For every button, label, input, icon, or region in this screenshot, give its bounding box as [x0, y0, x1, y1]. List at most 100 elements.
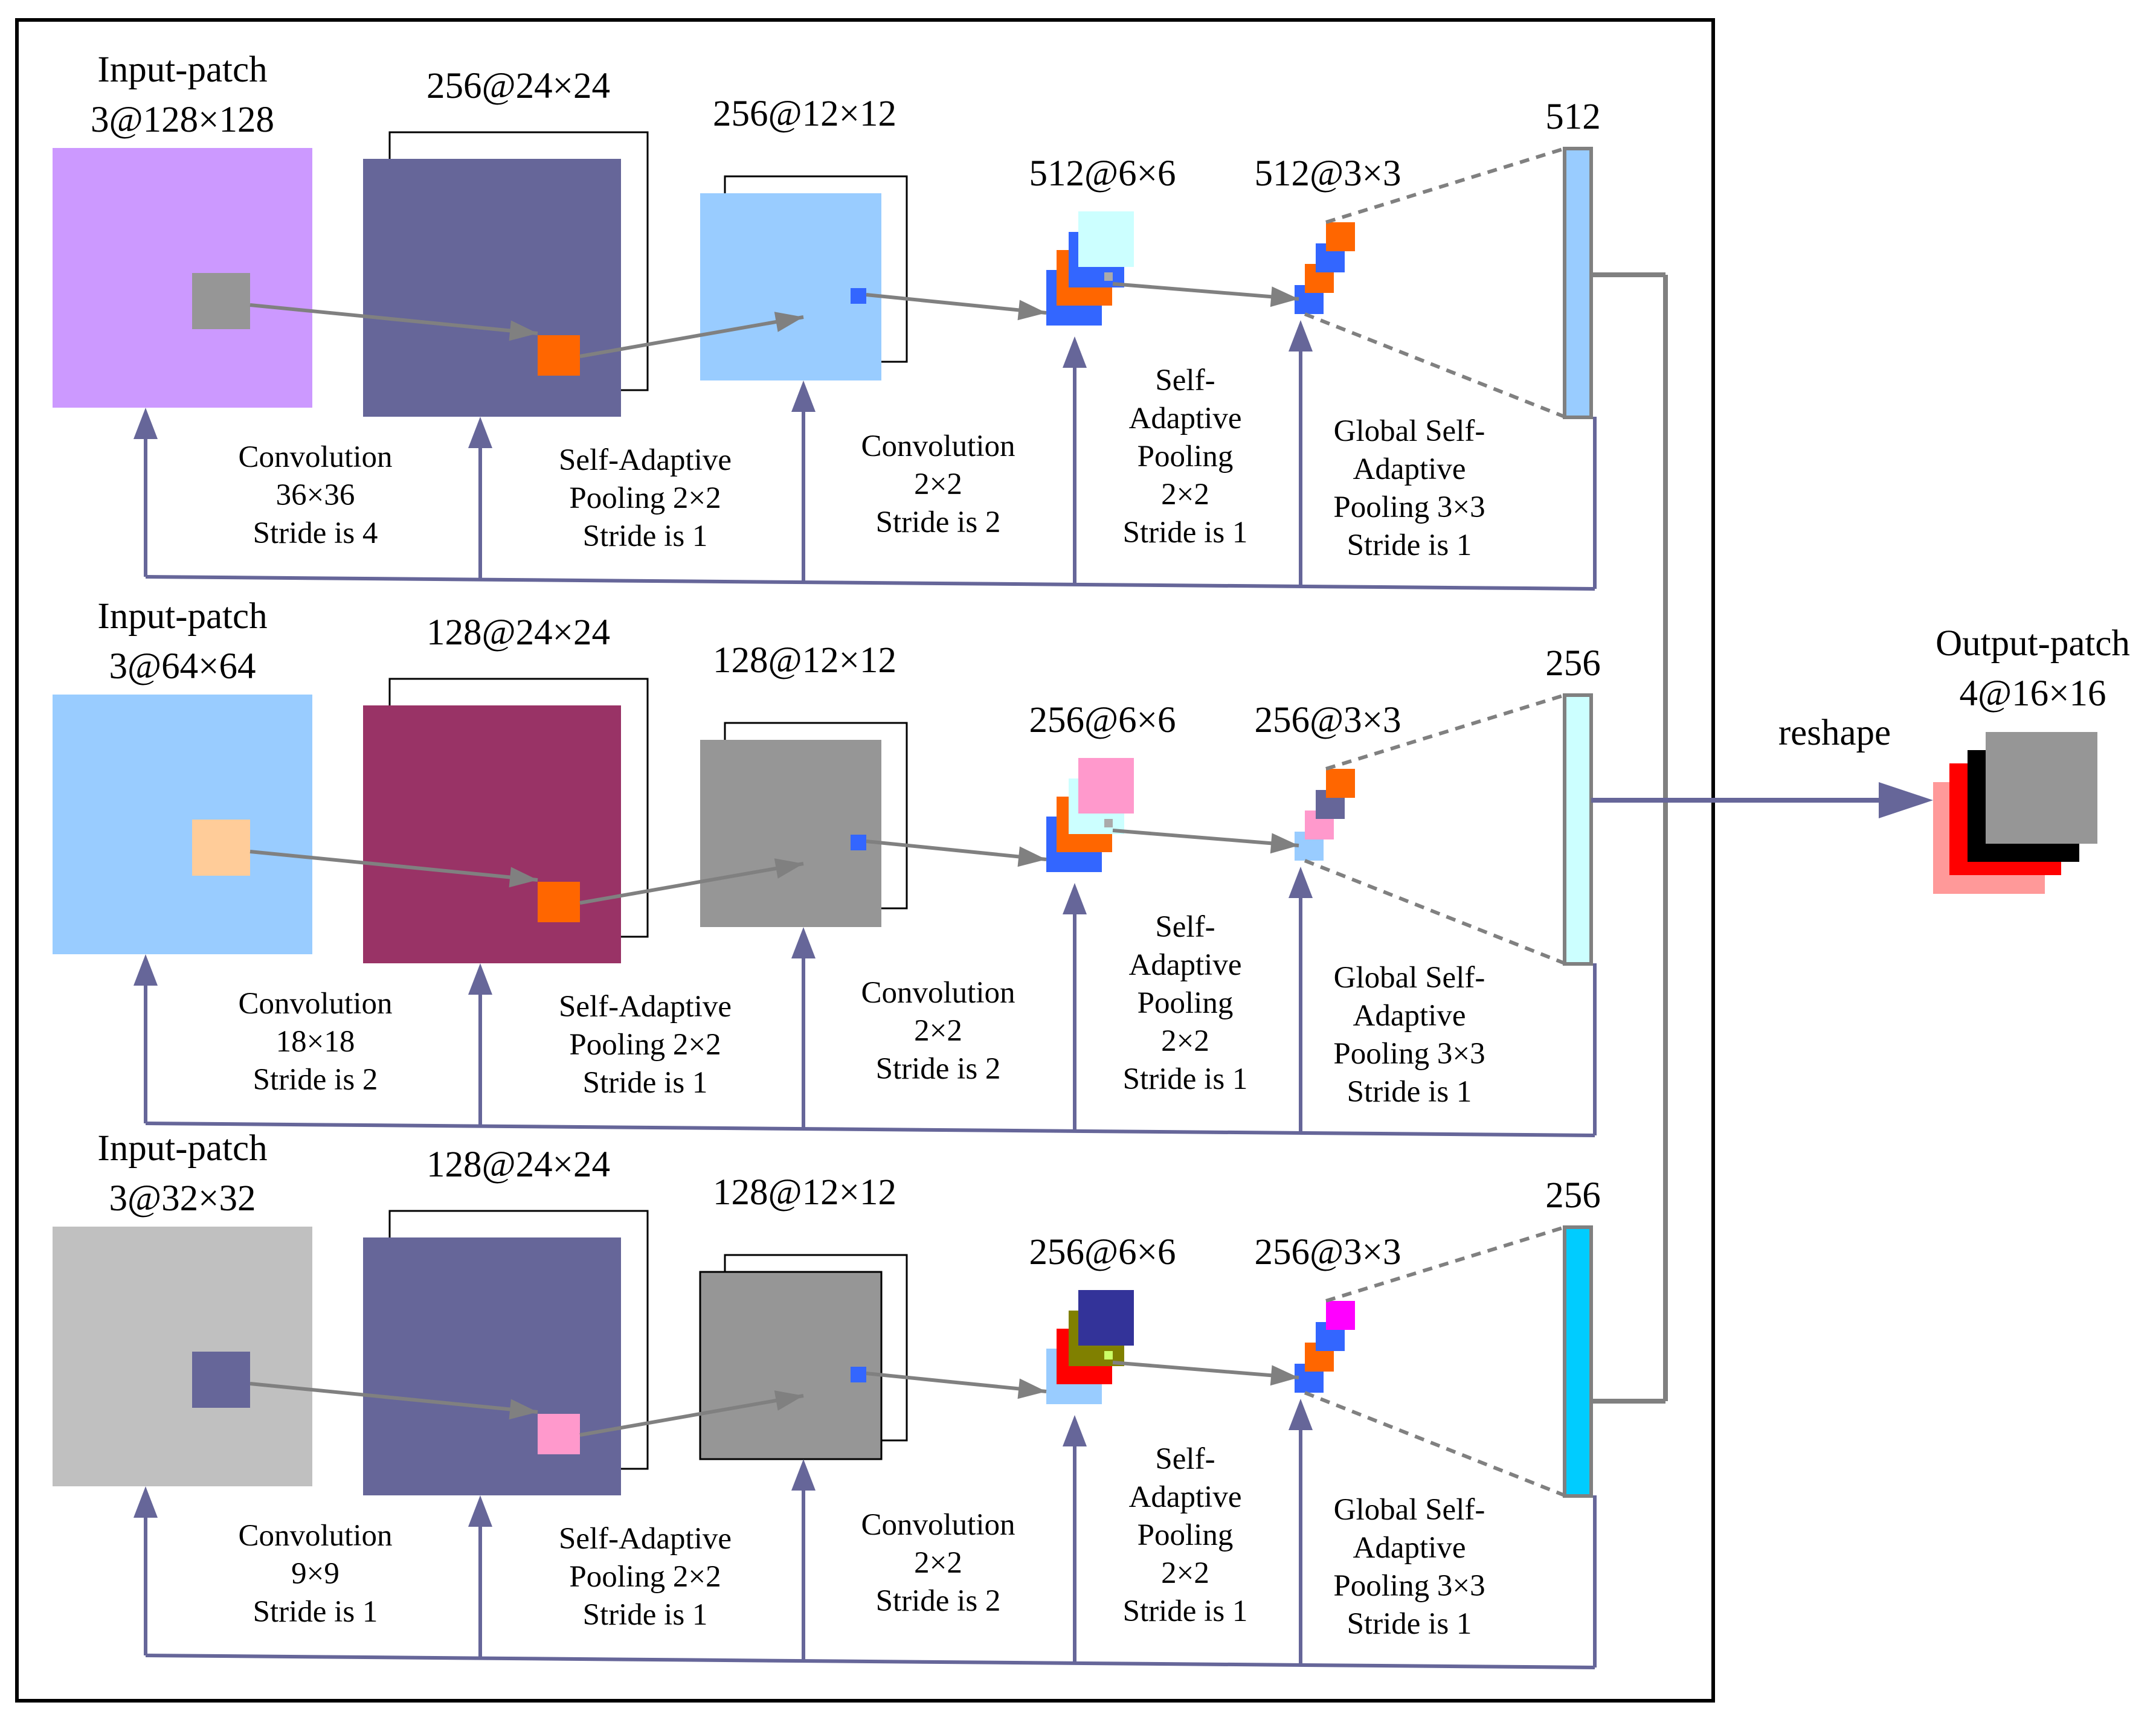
conv2-caption-line-1: Convolution [861, 976, 1015, 1010]
fm6-layer-4 [1078, 211, 1134, 267]
pool1-caption-line-1: Self-Adaptive [559, 443, 732, 477]
dashed-projection-bottom [1304, 1391, 1566, 1497]
gpool-caption-line-3: Pooling 3×3 [1333, 1037, 1485, 1071]
feature-vector [1563, 693, 1593, 966]
conv2-caption-line-1: Convolution [861, 1508, 1015, 1542]
conv1-caption-line-3: Stride is 4 [253, 516, 378, 550]
flow-arrow-line-4 [1112, 829, 1299, 847]
fm6-layer-4 [1078, 1290, 1134, 1346]
pool1-kernel-square [851, 1367, 866, 1382]
pool2-caption-line-1: Self- [1155, 1442, 1215, 1476]
pool1-caption-line-3: Stride is 1 [583, 1066, 708, 1100]
conv1-caption-line-3: Stride is 2 [253, 1063, 378, 1097]
pool2-caption-line-3: Pooling [1138, 986, 1234, 1020]
fm6-layer-4 [1078, 758, 1134, 814]
pool2-caption-line-1: Self- [1155, 910, 1215, 944]
input-kernel-square [192, 273, 250, 329]
pool1-feature-map [700, 740, 881, 927]
gpool-caption-line-4: Stride is 1 [1347, 1075, 1472, 1109]
input-patch-square [53, 1227, 312, 1486]
gpool-caption-line-4: Stride is 1 [1347, 528, 1472, 562]
conv2-caption-line-3: Stride is 2 [876, 1052, 1001, 1086]
flow-arrow-line-3 [866, 1372, 1047, 1393]
conv1-feature-map [363, 159, 621, 417]
gpool-caption-line-2: Adaptive [1353, 452, 1466, 486]
conv1-kernel-square [538, 882, 580, 922]
up-arrow-head-5 [1289, 1399, 1313, 1430]
output-layer-4 [1986, 732, 2097, 844]
dashed-projection-bottom [1304, 859, 1566, 965]
conv1-size-label: 128@24×24 [426, 1144, 610, 1185]
pool2-caption-line-2: Adaptive [1129, 402, 1242, 435]
flow-arrow-head-4 [1270, 1365, 1299, 1386]
pool1-feature-map [700, 193, 881, 380]
input-size-label: 3@32×32 [109, 1178, 256, 1219]
row-2: Input-patch3@64×64128@24×24128@12×12256@… [53, 596, 1601, 1137]
up-arrow-head-5 [1289, 320, 1313, 351]
pool1-size-label: 256@12×12 [713, 94, 896, 134]
gpool-caption-line-3: Pooling 3×3 [1333, 490, 1485, 524]
up-arrow-head-5 [1289, 867, 1313, 898]
pool2-caption-line-1: Self- [1155, 364, 1215, 397]
pool1-caption-line-2: Pooling 2×2 [569, 1028, 721, 1062]
pool2-caption-line-4: 2×2 [1161, 1024, 1209, 1058]
reshape-label: reshape [1778, 713, 1891, 753]
input-size-label: 3@64×64 [109, 646, 256, 687]
pool1-caption-line-1: Self-Adaptive [559, 1522, 732, 1556]
conv1-feature-map [363, 705, 621, 963]
flow-arrow-line-2 [579, 315, 804, 358]
flow-arrow-line-4 [1112, 282, 1299, 301]
bottom-connector-line [145, 575, 1595, 591]
fm3-layer-4 [1326, 222, 1355, 251]
gpool-caption-line-1: Global Self- [1334, 1493, 1485, 1527]
conv1-size-label: 256@24×24 [426, 66, 610, 106]
pool1-caption-line-3: Stride is 1 [583, 519, 708, 553]
flow-arrow-head-2 [774, 858, 803, 879]
pool2-caption-line-2: Adaptive [1129, 948, 1242, 982]
up-arrow-head-2 [468, 1495, 492, 1527]
dashed-projection-top [1325, 693, 1565, 771]
flow-arrow-line-3 [866, 293, 1047, 315]
flow-arrow-head-1 [509, 867, 538, 888]
input-label: Input-patch [97, 1128, 267, 1169]
flow-arrow-head-3 [1017, 300, 1046, 321]
reshape-arrow-head [1879, 782, 1933, 818]
pool1-kernel-square [851, 835, 866, 850]
pool2-caption-line-5: Stride is 1 [1123, 516, 1248, 550]
conv1-caption-line-1: Convolution [238, 1519, 392, 1553]
flow-arrow-head-2 [774, 312, 803, 332]
up-arrow-head-3 [791, 927, 816, 958]
flow-arrow-line-1 [249, 303, 538, 335]
input-patch-square [53, 148, 312, 408]
conv1-caption-line-1: Convolution [238, 440, 392, 474]
pool1-size-label: 128@12×12 [713, 1172, 896, 1213]
pool1-caption-line-2: Pooling 2×2 [569, 481, 721, 515]
output-size-label: 4@16×16 [1959, 673, 2106, 714]
fm6-size-label: 512@6×6 [1029, 153, 1176, 194]
conv2-caption-line-2: 2×2 [914, 1546, 962, 1580]
gpool-caption-line-1: Global Self- [1334, 961, 1485, 995]
input-patch-square [53, 695, 312, 954]
fm6-kernel-square [1104, 272, 1113, 281]
pool1-caption-line-1: Self-Adaptive [559, 990, 732, 1024]
fm3-size-label: 256@3×3 [1254, 1232, 1401, 1273]
conv2-caption-line-3: Stride is 2 [876, 1584, 1001, 1618]
flow-arrow-line-4 [1112, 1361, 1299, 1379]
fm6-size-label: 256@6×6 [1029, 700, 1176, 740]
gpool-caption-line-1: Global Self- [1334, 414, 1485, 448]
flow-arrow-line-2 [579, 862, 804, 905]
flow-arrow-line-1 [249, 1382, 538, 1414]
fm3-size-label: 256@3×3 [1254, 700, 1401, 740]
conv1-feature-map [363, 1237, 621, 1495]
pool2-caption-line-3: Pooling [1138, 440, 1234, 473]
pool2-caption-line-2: Adaptive [1129, 1480, 1242, 1514]
bottom-connector-line [145, 1122, 1595, 1137]
fm6-kernel-square [1104, 819, 1113, 827]
feature-vector [1563, 1225, 1593, 1498]
up-arrow-head-2 [468, 417, 492, 448]
bottom-connector-line [145, 1654, 1595, 1669]
conv1-caption-line-2: 18×18 [276, 1025, 355, 1059]
conv1-caption-line-2: 9×9 [291, 1557, 339, 1591]
flow-arrow-head-4 [1270, 833, 1299, 854]
